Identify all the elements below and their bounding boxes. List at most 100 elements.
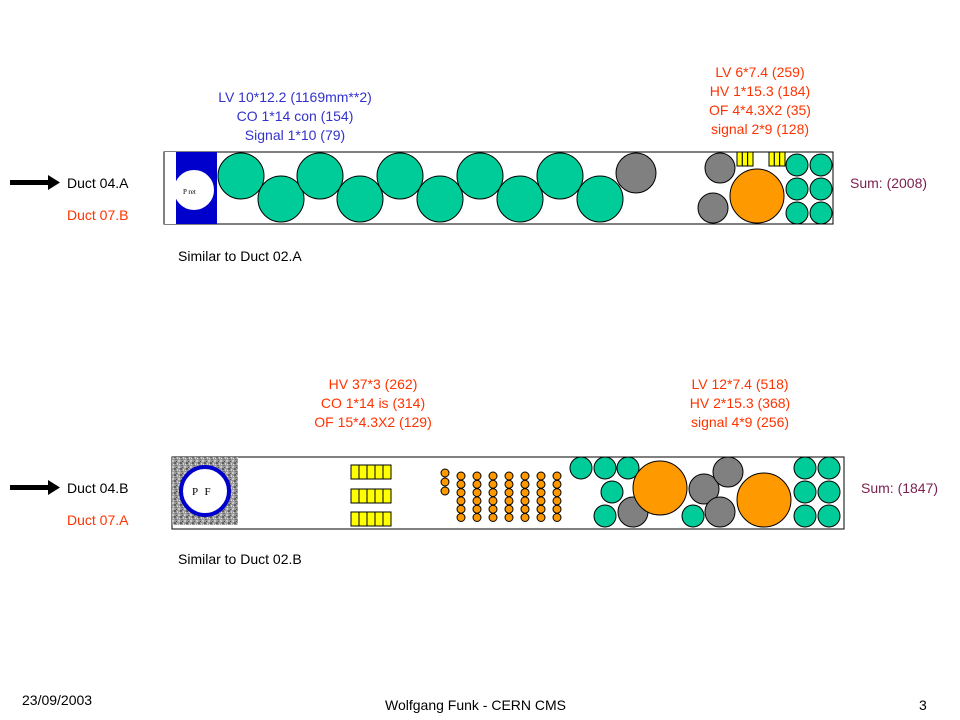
of-dot [520,488,530,498]
hv-cable [697,192,729,224]
of-dot [504,496,514,506]
of-dot [472,488,482,498]
lv-small-cable [785,177,809,201]
top-sum: Sum: (2008) [850,175,928,191]
lv-cable [536,152,584,200]
lv-cable [496,175,544,223]
bottom-similar: Similar to Duct 02.B [178,551,302,567]
top-lv-line-3: Signal 1*10 (79) [244,127,346,143]
lv-cable [376,152,424,200]
co-cable [615,152,657,194]
hv-block [374,464,384,480]
lv-small-cable [785,201,809,225]
hv-cable [704,152,736,184]
top-lv-cables [217,152,624,223]
of-dot [456,479,466,489]
of-dot [472,513,482,522]
hv-block [382,464,392,480]
of-dot [552,496,562,506]
lv-small-cable [809,201,833,225]
of-dot [552,504,562,514]
of-dot [536,513,546,522]
hv-block [366,464,376,480]
of-dot [488,496,498,506]
bottom-pipe-label: P F [192,486,213,498]
signal-block [736,151,743,167]
top-right-line-1: LV 6*7.4 (259) [715,64,805,80]
top-lv-label: LV 10*12.2 (1169mm**2) CO 1*14 con (154)… [195,88,395,145]
lv-small-cable [809,153,833,177]
hv-block [358,511,368,527]
of-dot [552,479,562,489]
hv-block [350,464,360,480]
lv-small-cable [793,480,817,504]
of-dot [504,488,514,498]
lv-small-cable [600,480,624,504]
top-arrow-icon [10,175,60,190]
of-dot [520,496,530,506]
of-dot [536,479,546,489]
lv-cable [217,152,265,200]
top-lv-line-1: LV 10*12.2 (1169mm**2) [218,89,372,105]
bottom-duct-secondary: Duct 07.A [67,512,129,528]
bottom-duct: P F [171,456,845,530]
bottom-sum: Sum: (1847) [861,480,939,496]
lv-cable [456,152,504,200]
lv-small-cable [793,456,817,480]
of-dot [456,504,466,514]
of-dot [504,479,514,489]
lv-small-cable [817,456,841,480]
top-lv-line-2: CO 1*14 con (154) [236,108,354,124]
of-dot [552,471,562,481]
signal-block [779,151,786,167]
of-dot [488,504,498,514]
lv-cable [632,460,688,516]
of-dot [440,477,450,487]
of-dot [520,513,530,522]
of-dot [552,488,562,498]
top-right-label: LV 6*7.4 (259) HV 1*15.3 (184) OF 4*4.3X… [670,63,850,139]
of-dot [456,488,466,498]
of-dot [504,504,514,514]
footer-page: 3 [919,697,927,713]
top-right-cables [697,151,833,225]
hv-block [382,488,392,504]
hv-block [358,488,368,504]
signal-block [768,151,775,167]
of-dot [472,479,482,489]
lv-cable [729,168,785,224]
of-dot [520,504,530,514]
lv-cable [736,472,792,528]
hv-block [350,488,360,504]
of-dot [488,471,498,481]
footer-date: 23/09/2003 [22,692,93,708]
of-dot [472,471,482,481]
signal-block [773,151,781,167]
bottom-arrow-icon [10,480,60,495]
lv-small-cable [793,504,817,528]
lv-small-cable [593,504,617,528]
of-dot [504,471,514,481]
of-dot [488,513,498,522]
top-duct-secondary: Duct 07.B [67,207,129,223]
bottom-right-label: LV 12*7.4 (518) HV 2*15.3 (368) signal 4… [650,375,830,432]
footer-author: Wolfgang Funk - CERN CMS [385,697,567,713]
of-dot [536,496,546,506]
signal-block [741,151,749,167]
of-dot [536,504,546,514]
bottom-right-line-2: HV 2*15.3 (368) [689,395,791,411]
lv-cable [336,175,384,223]
lv-small-cable [616,456,640,480]
of-dot [520,471,530,481]
hv-block [358,464,368,480]
lv-small-cable [809,177,833,201]
bottom-duct-primary: Duct 04.B [67,480,129,496]
of-dot [472,496,482,506]
hv-cable [688,473,720,505]
top-co-cables [615,152,657,194]
lv-cable [416,175,464,223]
top-right-line-4: signal 2*9 (128) [710,121,810,137]
bottom-right-cables [569,456,841,528]
hv-block [374,511,384,527]
